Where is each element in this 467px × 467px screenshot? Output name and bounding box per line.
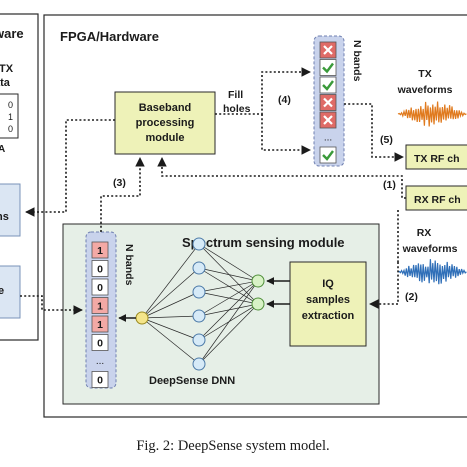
tx-waveforms-label-2: waveforms <box>397 84 453 96</box>
tx-data-bit: 0 <box>8 124 13 134</box>
check-icon <box>319 59 337 76</box>
x-mark-icon <box>319 111 337 129</box>
baseband-label-1: Baseband <box>139 102 192 114</box>
step-2-label: (2) <box>405 291 418 303</box>
sensed-band-cell: 0 <box>91 278 109 296</box>
sensed-band-cell: 0 <box>91 334 109 351</box>
spectrum-title: Spectrum sensing module <box>182 235 345 250</box>
step-1-label: (1) <box>383 179 396 191</box>
step-5-label: (5) <box>380 134 393 146</box>
step-4-label: (4) <box>278 94 291 106</box>
sensed-band-value: 0 <box>97 375 103 387</box>
software-marker: A <box>0 144 5 155</box>
sensed-band-cell: 1 <box>91 315 109 333</box>
sensed-band-cell: 0 <box>91 371 109 388</box>
tx-data-label-1: TX <box>0 63 14 75</box>
arrow-step-1 <box>157 157 406 199</box>
fill-holes-label-2: holes <box>223 103 251 115</box>
software-panel: ware TX ata 0 1 0 A ns e <box>0 13 39 341</box>
hidden-neuron <box>192 333 206 347</box>
sensed-band-value: 1 <box>97 301 103 313</box>
deepsense-dnn <box>135 237 265 371</box>
input-neuron <box>251 274 265 288</box>
x-mark-icon <box>319 41 337 59</box>
arrow-step-4b <box>261 114 311 155</box>
fpga-panel <box>43 14 467 418</box>
arrow-step-3 <box>100 157 145 232</box>
tx-waveforms-label-1: TX <box>418 68 431 80</box>
baseband-label-3: module <box>145 132 184 144</box>
fpga-title: FPGA/Hardware <box>60 29 159 44</box>
sensed-band-value: 0 <box>97 264 103 276</box>
tx-bands-cells: ... <box>319 41 337 164</box>
hidden-neuron <box>192 309 206 323</box>
tx-rf-chain <box>405 144 467 170</box>
check-icon <box>319 146 337 164</box>
hidden-neuron <box>192 261 206 275</box>
dnn-label: DeepSense DNN <box>149 375 235 387</box>
tx-rf-label: TX RF ch <box>414 153 460 165</box>
tx-bands-label: N bands <box>351 40 363 82</box>
sensed-band-cell: 1 <box>91 297 109 314</box>
rx-waveforms-label-1: RX <box>417 227 432 239</box>
x-mark-icon <box>319 94 337 111</box>
software-block-upper-label: ns <box>0 211 9 223</box>
sensed-band-value: 1 <box>97 319 103 331</box>
iq-label-1: IQ <box>322 278 334 290</box>
arrow-to-software-top <box>25 119 115 217</box>
figure-caption: Fig. 2: DeepSense system model. <box>136 438 329 454</box>
sensed-band-value: 0 <box>97 338 103 350</box>
rx-waveform-graphic <box>397 259 467 285</box>
tx-data-bits-box <box>0 93 19 139</box>
step-3-label: (3) <box>113 177 126 189</box>
baseband-module <box>114 91 216 155</box>
check-icon <box>319 76 337 94</box>
sensed-band-value: 1 <box>97 245 103 257</box>
arrow-software-to-spectrum <box>20 295 83 315</box>
hidden-neuron <box>192 285 206 299</box>
output-neuron <box>135 311 149 325</box>
connectors <box>20 67 406 315</box>
software-title: ware <box>0 26 24 41</box>
software-block-upper <box>0 183 21 237</box>
dnn-edges <box>141 243 259 365</box>
tx-data-label-2: ata <box>0 77 11 89</box>
tx-data-bit: 1 <box>8 112 13 122</box>
iq-label-2: samples <box>306 294 350 306</box>
sensed-bands-label: N bands <box>123 244 135 286</box>
rx-rf-chain <box>405 185 467 211</box>
sensed-band-value: 0 <box>97 282 103 294</box>
software-block-lower <box>0 265 21 319</box>
sensed-bands-cells: 1 0 0 1 1 0... 0 <box>91 241 109 388</box>
iq-label-3: extraction <box>302 310 355 322</box>
arrow-step-2 <box>369 262 399 309</box>
fill-holes-label-1: Fill <box>228 89 243 101</box>
input-neuron <box>251 297 265 311</box>
sensed-band-cell: 0 <box>91 260 109 277</box>
rx-rf-label: RX RF ch <box>414 194 461 206</box>
arrow-step-5 <box>344 103 404 162</box>
tx-waveform-graphic <box>397 101 467 127</box>
iq-extraction-module <box>289 261 367 347</box>
hidden-neuron <box>192 357 206 371</box>
arrow-step-4 <box>215 67 311 115</box>
hidden-neuron <box>192 237 206 251</box>
software-block-lower-label: e <box>0 285 4 297</box>
tx-band-ellipsis: ... <box>324 133 332 144</box>
tx-data-bit: 0 <box>8 100 13 110</box>
sensed-band-cell: 1 <box>91 241 109 259</box>
rx-waveforms-label-2: waveforms <box>402 243 458 255</box>
baseband-label-2: processing <box>136 117 195 129</box>
sensed-band-ellipsis: ... <box>96 356 104 367</box>
